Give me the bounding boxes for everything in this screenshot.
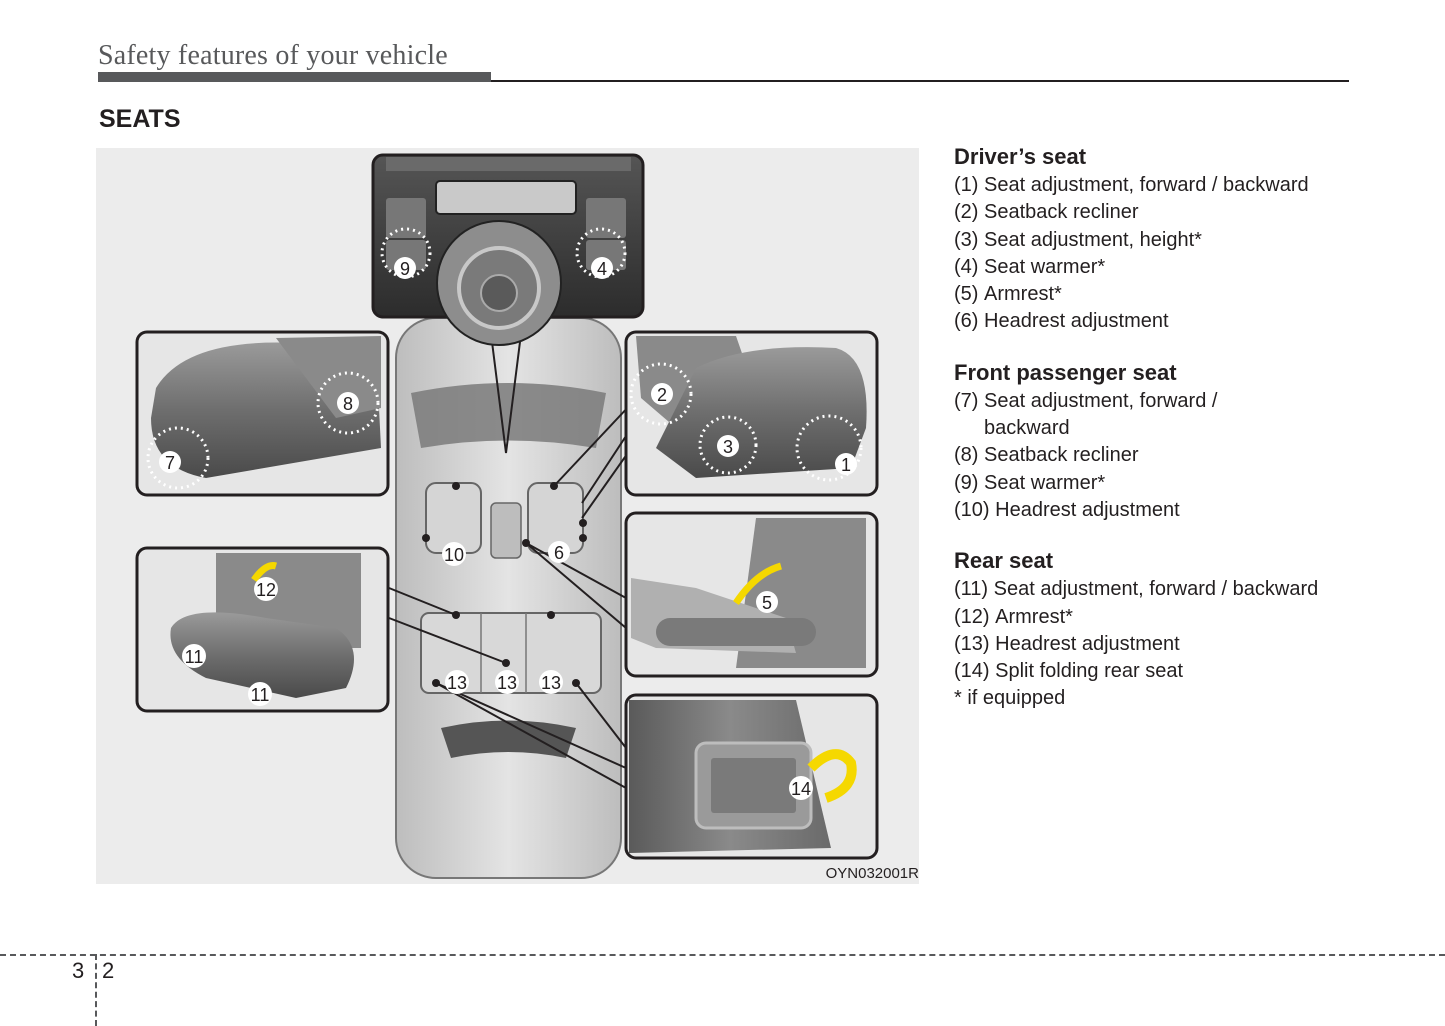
callout-3: 3 bbox=[717, 435, 739, 457]
panel-rear-bench bbox=[135, 546, 390, 713]
legend-group-front-passenger: Front passenger seat (7) Seat adjustment… bbox=[954, 358, 1374, 524]
seats-illustration: 9 4 8 7 2 3 1 10 6 12 11 11 5 13 13 13 1… bbox=[96, 148, 919, 884]
legend-item: (12) Armrest* bbox=[954, 605, 1073, 628]
callout-11a: 11 bbox=[182, 644, 206, 668]
legend-item: (9) Seat warmer* bbox=[954, 471, 1106, 494]
svg-text:13: 13 bbox=[497, 673, 517, 693]
callout-10: 10 bbox=[442, 542, 466, 566]
svg-text:7: 7 bbox=[165, 453, 175, 473]
panel-driver-seat bbox=[624, 330, 879, 497]
svg-text:10: 10 bbox=[444, 545, 464, 565]
svg-text:9: 9 bbox=[400, 259, 410, 279]
callout-13a: 13 bbox=[445, 670, 469, 694]
legend-group-rear: Rear seat (11) Seat adjustment, forward … bbox=[954, 546, 1374, 712]
svg-text:2: 2 bbox=[657, 385, 667, 405]
svg-text:11: 11 bbox=[251, 685, 270, 705]
svg-text:14: 14 bbox=[791, 779, 811, 799]
legend-item: (5) Armrest* bbox=[954, 283, 1062, 306]
seat-legend: Driver’s seat (1) Seat adjustment, forwa… bbox=[954, 142, 1374, 712]
svg-text:8: 8 bbox=[343, 394, 353, 414]
svg-text:12: 12 bbox=[256, 580, 276, 600]
legend-item: (2) Seatback recliner bbox=[954, 201, 1139, 224]
callout-6: 6 bbox=[548, 541, 570, 563]
callout-13b: 13 bbox=[495, 670, 519, 694]
callout-1: 1 bbox=[835, 453, 857, 475]
svg-text:3: 3 bbox=[723, 437, 733, 457]
legend-heading: Driver’s seat bbox=[954, 144, 1087, 169]
figure-code: OYN032001R bbox=[825, 865, 919, 882]
fold-arrow-icon bbox=[807, 749, 857, 803]
panel-split-folding bbox=[624, 693, 879, 860]
panel-seat-warmers bbox=[371, 153, 645, 346]
callout-2: 2 bbox=[651, 383, 673, 405]
legend-heading: Front passenger seat bbox=[954, 359, 1177, 385]
callout-13c: 13 bbox=[539, 670, 563, 694]
callout-9: 9 bbox=[394, 257, 416, 279]
seats-diagram: 9 4 8 7 2 3 1 10 6 12 11 11 5 13 13 13 1… bbox=[135, 153, 879, 879]
legend-item: (11) Seat adjustment, forward / backward bbox=[954, 578, 1319, 601]
legend-item: (14) Split folding rear seat bbox=[954, 660, 1184, 683]
legend-item: (6) Headrest adjustment bbox=[954, 310, 1169, 333]
armrest-arrow-icon bbox=[733, 562, 783, 605]
callout-4: 4 bbox=[591, 257, 613, 279]
callout-11b: 11 bbox=[248, 682, 272, 706]
car-top-view bbox=[395, 317, 622, 879]
callout-8: 8 bbox=[337, 392, 359, 414]
section-header: Safety features of your vehicle bbox=[98, 40, 448, 71]
pointer-dots bbox=[422, 482, 587, 687]
svg-text:13: 13 bbox=[541, 673, 561, 693]
callout-labels: 9 4 8 7 2 3 1 10 6 12 11 11 5 13 13 13 1… bbox=[159, 257, 857, 800]
legend-item: (8) Seatback recliner bbox=[954, 444, 1139, 467]
legend-item: (3) Seat adjustment, height* bbox=[954, 228, 1202, 251]
svg-text:11: 11 bbox=[185, 647, 204, 667]
page-title: SEATS bbox=[99, 105, 181, 133]
pointer-lines bbox=[388, 317, 657, 789]
footnote: * if equipped bbox=[954, 687, 1066, 710]
legend-item: (1) Seat adjustment, forward / backward bbox=[954, 174, 1309, 196]
legend-item: (7) Seat adjustment, forward / backward bbox=[954, 389, 1218, 440]
svg-text:5: 5 bbox=[762, 593, 772, 613]
chapter-number: 3 bbox=[72, 958, 85, 983]
svg-text:6: 6 bbox=[554, 543, 564, 563]
legend-item: (4) Seat warmer* bbox=[954, 255, 1106, 278]
legend-item: (10) Headrest adjustment bbox=[954, 498, 1180, 521]
callout-12: 12 bbox=[254, 577, 278, 601]
panel-armrest bbox=[624, 511, 879, 678]
callout-14: 14 bbox=[789, 776, 813, 800]
footer-vertical-rule bbox=[95, 954, 97, 1026]
legend-item: (13) Headrest adjustment bbox=[954, 632, 1180, 655]
svg-text:13: 13 bbox=[447, 673, 467, 693]
armrest-arrow-icon bbox=[251, 562, 278, 583]
legend-heading: Rear seat bbox=[954, 548, 1054, 574]
callout-7: 7 bbox=[159, 451, 181, 473]
header-rule bbox=[491, 80, 1349, 82]
callout-5: 5 bbox=[756, 591, 778, 613]
svg-text:4: 4 bbox=[597, 259, 607, 279]
page-number: 2 bbox=[102, 958, 115, 983]
svg-text:1: 1 bbox=[841, 455, 851, 475]
header-bar bbox=[98, 72, 491, 82]
legend-group-driver: Driver’s seat (1) Seat adjustment, forwa… bbox=[954, 142, 1374, 336]
footer-rule bbox=[0, 954, 1445, 956]
panel-passenger-seat bbox=[135, 330, 390, 497]
